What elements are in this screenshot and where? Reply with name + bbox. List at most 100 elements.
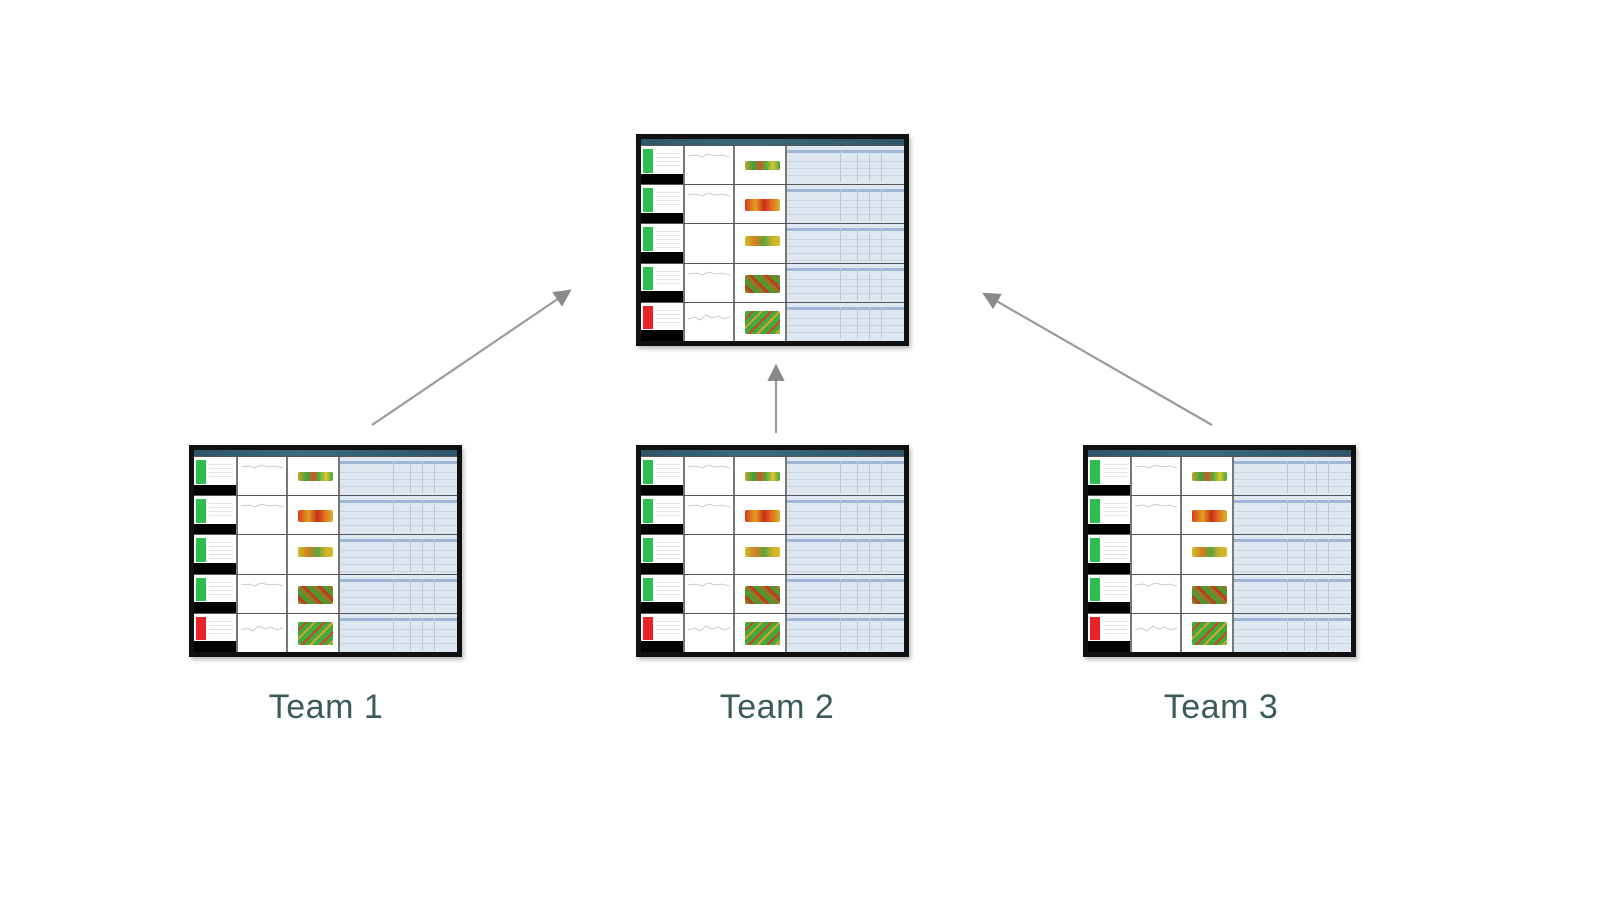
dashboard-row [1088, 456, 1351, 496]
data-table-panel [340, 457, 457, 496]
green-status-indicator [643, 460, 653, 484]
green-status-indicator [196, 460, 206, 484]
table-header [340, 539, 457, 543]
data-table-panel [787, 185, 904, 224]
table-column-divider [410, 617, 412, 651]
dashboard-row [1088, 612, 1351, 653]
status-text-lines [656, 539, 680, 559]
status-footer [194, 484, 236, 496]
heatmap [745, 509, 780, 522]
table-column-divider [1304, 539, 1306, 572]
table-column-divider [857, 539, 859, 572]
heatmap-cell [1180, 535, 1234, 574]
dashboard-row [641, 573, 904, 613]
table-column-divider [868, 539, 870, 572]
sparkline [241, 503, 283, 508]
table-column-divider [433, 578, 435, 611]
table-column-divider [421, 500, 423, 533]
table-column-divider [839, 578, 841, 611]
table-column-divider [868, 617, 870, 651]
table-rows [1234, 583, 1351, 611]
status-text-lines [656, 306, 680, 326]
heatmap [1192, 546, 1227, 557]
dashboard-rows [1088, 456, 1351, 653]
status-text-lines [656, 500, 680, 520]
table-header [787, 617, 904, 621]
table-column-divider [1327, 539, 1329, 572]
table-column-divider [880, 267, 882, 300]
data-table-panel [1234, 457, 1351, 496]
table-header [1234, 578, 1351, 582]
table-header [787, 228, 904, 232]
table-column-divider [1304, 500, 1306, 533]
green-status-indicator [643, 227, 653, 252]
table-header [787, 461, 904, 464]
table-header [787, 150, 904, 153]
heatmap [298, 471, 333, 482]
green-status-indicator [1090, 577, 1100, 602]
status-text-lines [1103, 500, 1127, 520]
dashboard-row [641, 223, 904, 263]
green-status-indicator [643, 149, 653, 173]
heatmap-cell [733, 302, 787, 342]
sparkline [688, 314, 730, 321]
table-rows [340, 505, 457, 533]
heatmap [1192, 509, 1227, 522]
dashboard-row [641, 184, 904, 224]
dashboard-row [641, 301, 904, 342]
table-column-divider [857, 617, 859, 651]
status-footer [641, 641, 683, 653]
heatmap-cell [286, 574, 340, 613]
data-table-panel [1234, 535, 1351, 574]
data-table-panel [340, 613, 457, 653]
red-status-indicator [1090, 616, 1100, 641]
table-rows [1234, 622, 1351, 651]
data-table-panel [787, 613, 904, 653]
heatmap [745, 546, 780, 557]
status-text-lines [656, 189, 680, 209]
table-header [1234, 500, 1351, 504]
sparkline [241, 625, 283, 632]
heatmap-cell [286, 535, 340, 574]
green-status-indicator [643, 188, 653, 212]
status-text-lines [656, 150, 680, 170]
heatmap [745, 275, 780, 294]
sparkline [688, 582, 730, 587]
heatmap [745, 235, 780, 246]
green-status-indicator [1090, 538, 1100, 563]
table-column-divider [880, 539, 882, 572]
table-column-divider [421, 461, 423, 494]
sparkline-cell [1130, 613, 1180, 653]
table-column-divider [839, 150, 841, 183]
table-column-divider [1286, 500, 1288, 533]
status-footer [641, 484, 683, 496]
sparkline-cell [236, 613, 286, 653]
heatmap [745, 160, 780, 171]
green-status-indicator [1090, 499, 1100, 523]
status-footer [641, 173, 683, 185]
heatmap-cell [286, 496, 340, 535]
table-rows [787, 544, 904, 572]
heatmap [298, 622, 333, 646]
data-table-panel [1234, 613, 1351, 653]
table-column-divider [392, 539, 394, 572]
dashboard-rows [194, 456, 457, 653]
status-text-lines [209, 578, 233, 598]
table-column-divider [410, 539, 412, 572]
table-column-divider [839, 306, 841, 340]
status-cell [194, 496, 236, 535]
status-cell [194, 535, 236, 574]
sparkline [688, 503, 730, 508]
dashboard-row [1088, 573, 1351, 613]
sparkline-cell [683, 302, 733, 342]
arrow-team3-to-aggregate [982, 292, 1213, 426]
table-column-divider [410, 578, 412, 611]
heatmap-cell [733, 574, 787, 613]
table-column-divider [1286, 539, 1288, 572]
status-footer [641, 562, 683, 574]
status-cell [641, 263, 683, 302]
status-cell [194, 457, 236, 496]
heatmap [745, 586, 780, 605]
status-text-lines [656, 228, 680, 248]
heatmap-cell [733, 146, 787, 185]
